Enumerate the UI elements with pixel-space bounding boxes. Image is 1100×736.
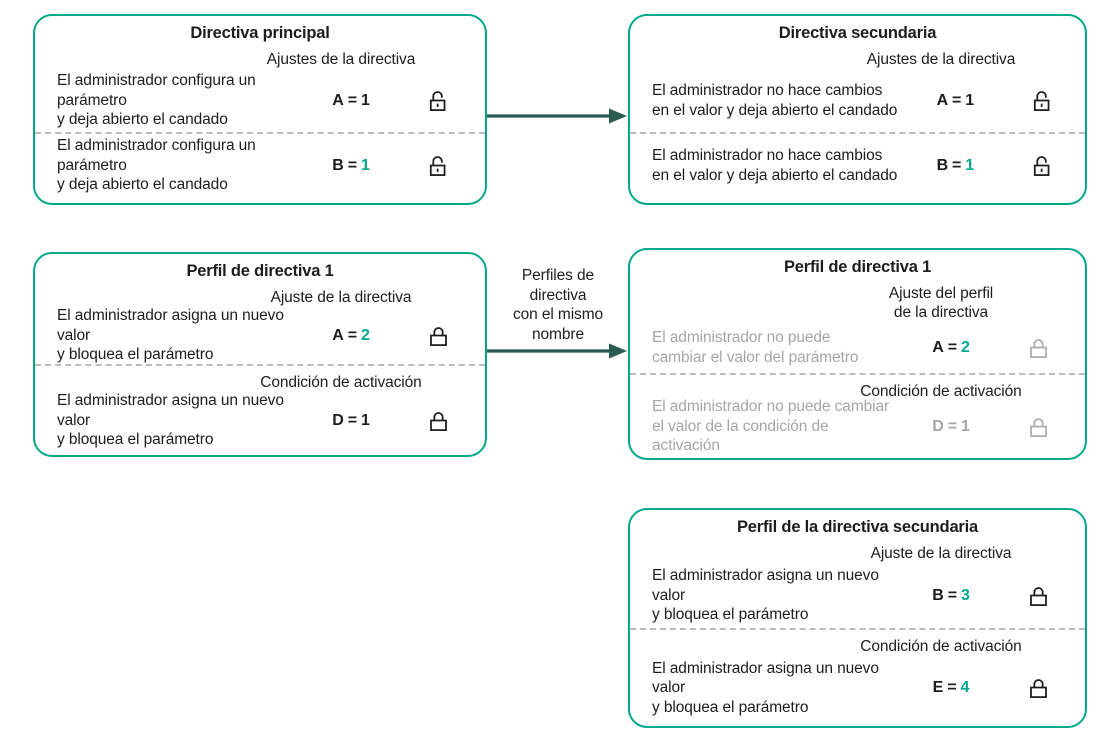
closed-lock-icon [426,323,451,348]
setting-row: El administrador no hace cambios en el v… [630,81,1085,120]
section-header: Condición de activación [260,374,422,391]
section-header: Condición de activación [860,637,1022,655]
box-title: Perfil de directiva 1 [783,258,932,276]
row-description: El administrador asigna un nuevo valor y… [652,659,879,716]
setting-row: El administrador asigna un nuevo valor y… [630,659,1085,718]
open-lock-icon [1030,88,1055,113]
setting-row: El administrador configura un parámetro … [35,71,485,130]
box-title: Directiva secundaria [778,24,937,42]
section-header: Ajustes de la directiva [266,51,416,68]
setting-row: El administrador no hace cambios en el v… [630,146,1085,185]
setting-value: B=1 [332,156,370,174]
section-header: Ajuste del perfil de la directiva [888,285,994,321]
closed-lock-icon [1026,414,1051,439]
setting-value: A=2 [332,326,370,344]
section-header: Ajuste de la directiva [870,545,1012,562]
arrowhead-icon [609,108,627,124]
closed-lock-icon [1026,583,1051,608]
setting-value: E=4 [932,679,970,696]
box-directiva-principal: Directiva principal Ajustes de la direct… [33,14,487,205]
setting-value: B=3 [932,586,970,604]
section-header: Ajustes de la directiva [866,51,1016,68]
box-perfil-directiva-secundaria: Perfil de la directiva secundaria Ajuste… [628,508,1087,728]
dashed-divider [630,627,1085,630]
open-lock-icon [426,88,451,113]
row-description: El administrador configura un parámetro … [57,72,256,129]
section-header: Condición de activación [860,383,1022,400]
dashed-divider [35,132,485,134]
setting-row: El administrador no puede cambiar el val… [630,397,1085,456]
row-description: El administrador asigna un nuevo valor y… [652,567,879,623]
row-description: El administrador no puede cambiar el val… [652,398,890,455]
setting-row: El administrador asigna un nuevo valor y… [630,566,1085,625]
dashed-divider [630,132,1085,134]
closed-lock-icon [426,408,451,433]
arrow-label: Perfiles de directiva con el mismo nombr… [512,267,604,343]
open-lock-icon [1030,153,1055,178]
box-title: Perfil de la directiva secundaria [736,518,978,536]
setting-row: El administrador asigna un nuevo valor y… [35,391,485,450]
setting-value: D=1 [332,411,370,429]
setting-row: El administrador configura un parámetro … [35,136,485,195]
row-description: El administrador asigna un nuevo valor y… [57,392,284,449]
row-description: El administrador no puede cambiar el val… [652,329,859,366]
row-description: El administrador no hace cambios en el v… [652,147,898,184]
closed-lock-icon [1026,675,1051,700]
open-lock-icon [426,153,451,178]
box-perfil-directiva-1-heredado: Perfil de directiva 1 Ajuste del perfil … [628,248,1087,460]
box-perfil-directiva-1-origen: Perfil de directiva 1 Ajuste de la direc… [33,252,487,457]
setting-row: El administrador asigna un nuevo valor y… [35,306,485,365]
setting-row: El administrador no puede cambiar el val… [630,328,1085,367]
setting-value: B=1 [936,156,975,174]
arrowhead-icon [609,343,627,359]
setting-value: A=1 [332,91,370,109]
box-directiva-secundaria: Directiva secundaria Ajustes de la direc… [628,14,1087,205]
row-description: El administrador no hace cambios en el v… [652,82,898,119]
dashed-divider [35,364,485,366]
section-header: Ajuste de la directiva [270,289,412,306]
setting-value: A=2 [932,338,970,356]
dashed-divider [630,373,1085,375]
setting-value: D=1 [932,417,970,435]
row-description: El administrador configura un parámetro … [57,137,256,194]
closed-lock-icon [1026,335,1051,360]
box-title: Directiva principal [190,24,330,42]
box-title: Perfil de directiva 1 [186,262,334,280]
setting-value: A=1 [936,91,975,109]
row-description: El administrador asigna un nuevo valor y… [57,307,284,364]
